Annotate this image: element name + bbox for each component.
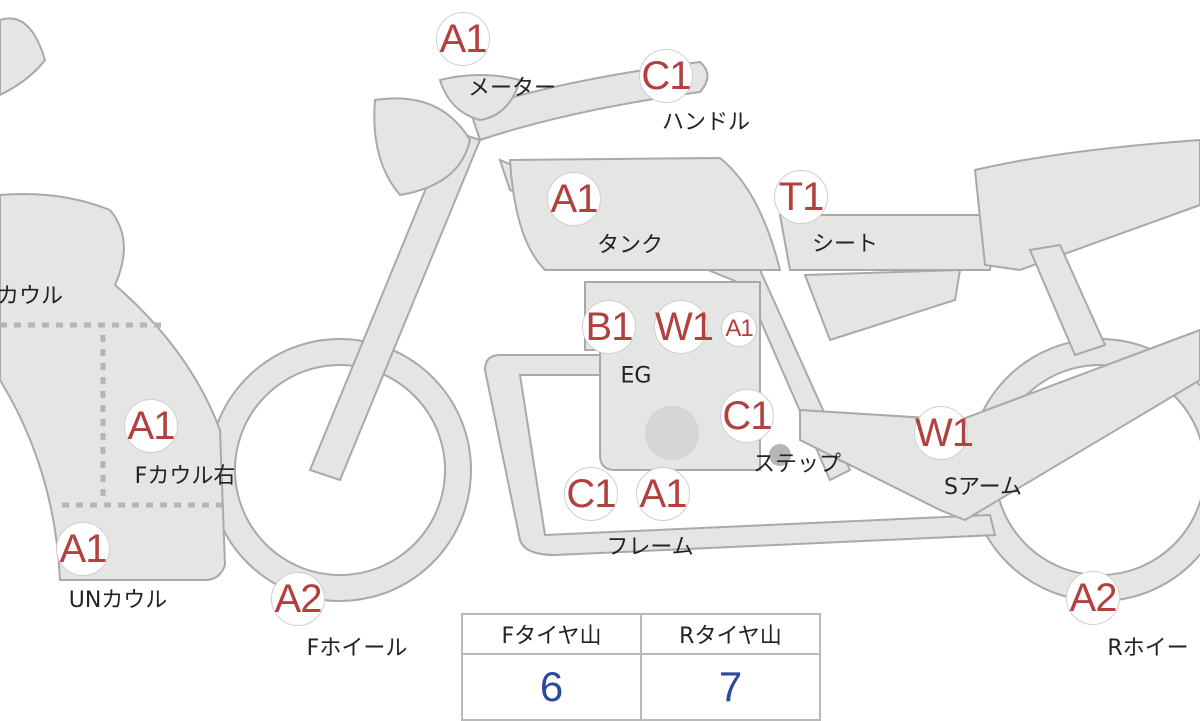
screen-shape xyxy=(0,17,47,97)
seat-shape xyxy=(778,214,1002,271)
tank-label: タンク xyxy=(596,233,664,258)
side-cover-shape xyxy=(803,268,962,342)
rear-tire-tread-header: Rタイヤ山 xyxy=(640,613,821,655)
step-label: ステップ xyxy=(752,452,842,477)
step-left-shape xyxy=(769,444,791,466)
seat-grade-badge[interactable]: T1 xyxy=(774,170,828,224)
meter-label: メーター xyxy=(467,76,557,101)
front-tire-tread-value: 6 xyxy=(461,653,642,721)
rear-wheel-label: Rホイー xyxy=(1107,636,1189,661)
engine-grade-badge-2[interactable]: W1 xyxy=(654,300,714,354)
frame-label: フレーム xyxy=(606,535,694,560)
front-tire-tread-header: Fタイヤ山 xyxy=(461,613,642,655)
frame-grade-badge-1[interactable]: C1 xyxy=(564,467,618,521)
meter-shape xyxy=(438,74,522,122)
under-cowl-grade-badge[interactable]: A1 xyxy=(56,522,110,576)
engine-grade-badge-1[interactable]: B1 xyxy=(582,300,636,354)
tank-grade-badge[interactable]: A1 xyxy=(547,172,601,226)
front-cowl-right-label: Fカウル右 xyxy=(134,464,236,489)
front-cowl-right-grade-badge[interactable]: A1 xyxy=(124,399,178,453)
frame-grade-badge-2[interactable]: A1 xyxy=(636,467,690,521)
front-wheel-label: Fホイール xyxy=(306,636,408,661)
front-cowl-shape xyxy=(0,193,227,581)
seat-label: シート xyxy=(811,232,879,257)
step-grade-badge[interactable]: C1 xyxy=(720,389,774,443)
handle-grade-badge[interactable]: C1 xyxy=(639,49,693,103)
frame-lower-shape xyxy=(483,354,997,557)
rear-tire-tread-value: 7 xyxy=(640,653,821,721)
rear-wheel-grade-badge[interactable]: A2 xyxy=(1066,571,1120,625)
tire-tread-table: Fタイヤ山 Rタイヤ山 6 7 xyxy=(461,613,821,721)
engine-cover-shape xyxy=(645,406,699,460)
swingarm-grade-badge[interactable]: W1 xyxy=(914,406,974,460)
meter-grade-badge[interactable]: A1 xyxy=(436,12,490,66)
engine-label: EG xyxy=(620,363,652,389)
swingarm-shape xyxy=(799,328,1200,522)
cowl-left-label: カウル xyxy=(0,284,64,309)
tail-shape xyxy=(973,138,1200,272)
handle-label: ハンドル xyxy=(661,110,751,135)
engine-grade-badge-3[interactable]: A1 xyxy=(721,311,757,347)
front-wheel-grade-badge[interactable]: A2 xyxy=(271,572,325,626)
swingarm-label: Sアーム xyxy=(944,475,1022,500)
under-cowl-label: UNカウル xyxy=(68,588,168,613)
headlight-shape xyxy=(373,97,472,197)
shock-shape xyxy=(1028,243,1107,357)
front-fork-shape xyxy=(308,128,482,482)
